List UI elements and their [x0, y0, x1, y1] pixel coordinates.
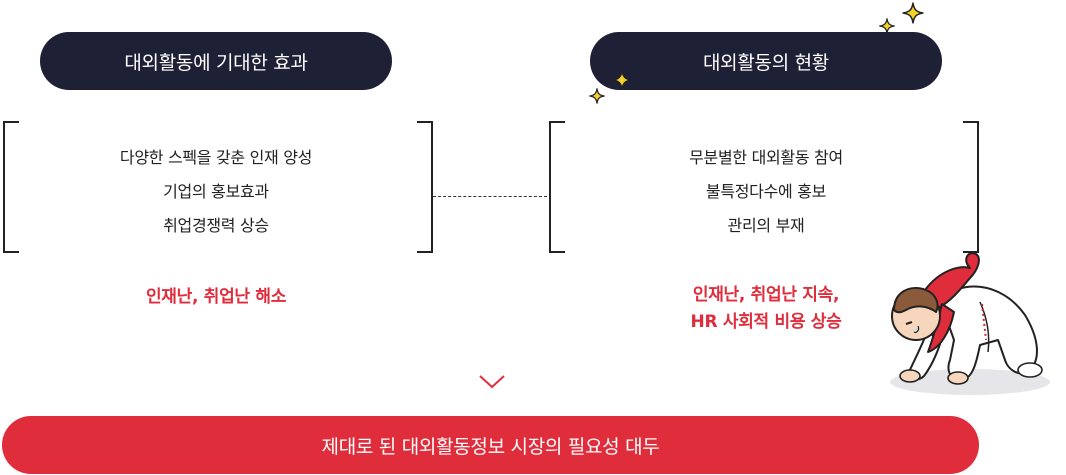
- dashed-connector: [433, 196, 547, 197]
- left-box-bracket-open: [3, 121, 19, 253]
- sparkle-icon: [879, 18, 895, 34]
- result-line: 인재난, 취업난 지속,: [692, 285, 840, 305]
- list-item: 불특정다수에 홍보: [705, 182, 827, 201]
- expected-effects-list: 다양한 스펙을 갖춘 인재 양성 기업의 홍보효과 취업경쟁력 상승: [16, 145, 416, 247]
- list-item: 관리의 부재: [727, 216, 805, 235]
- list-item: 무분별한 대외활동 참여: [689, 148, 843, 167]
- left-box-bracket-close: [417, 121, 433, 253]
- list-item: 다양한 스펙을 갖춘 인재 양성: [119, 148, 313, 167]
- crawling-person-illustration: [890, 252, 1050, 395]
- sparkle-icon: [589, 88, 605, 104]
- current-result: 인재난, 취업난 지속, HR 사회적 비용 상승: [566, 282, 966, 336]
- current-status-list: 무분별한 대외활동 참여 불특정다수에 홍보 관리의 부재: [566, 145, 966, 247]
- sparkle-icon: [612, 70, 632, 90]
- chevron-down-icon: [479, 375, 505, 389]
- right-box-bracket-close: [963, 121, 979, 253]
- sparkle-icon: [902, 2, 924, 24]
- expected-result: 인재난, 취업난 해소: [145, 287, 287, 307]
- result-line: HR 사회적 비용 상승: [690, 312, 842, 332]
- right-box-bracket-open: [549, 121, 565, 253]
- current-status-heading: 대외활동의 현황: [590, 32, 942, 90]
- list-item: 취업경쟁력 상승: [163, 216, 269, 235]
- list-item: 기업의 홍보효과: [163, 182, 269, 201]
- expected-effects-heading: 대외활동에 기대한 효과: [40, 32, 392, 90]
- conclusion-banner: 제대로 된 대외활동정보 시장의 필요성 대두: [2, 416, 979, 474]
